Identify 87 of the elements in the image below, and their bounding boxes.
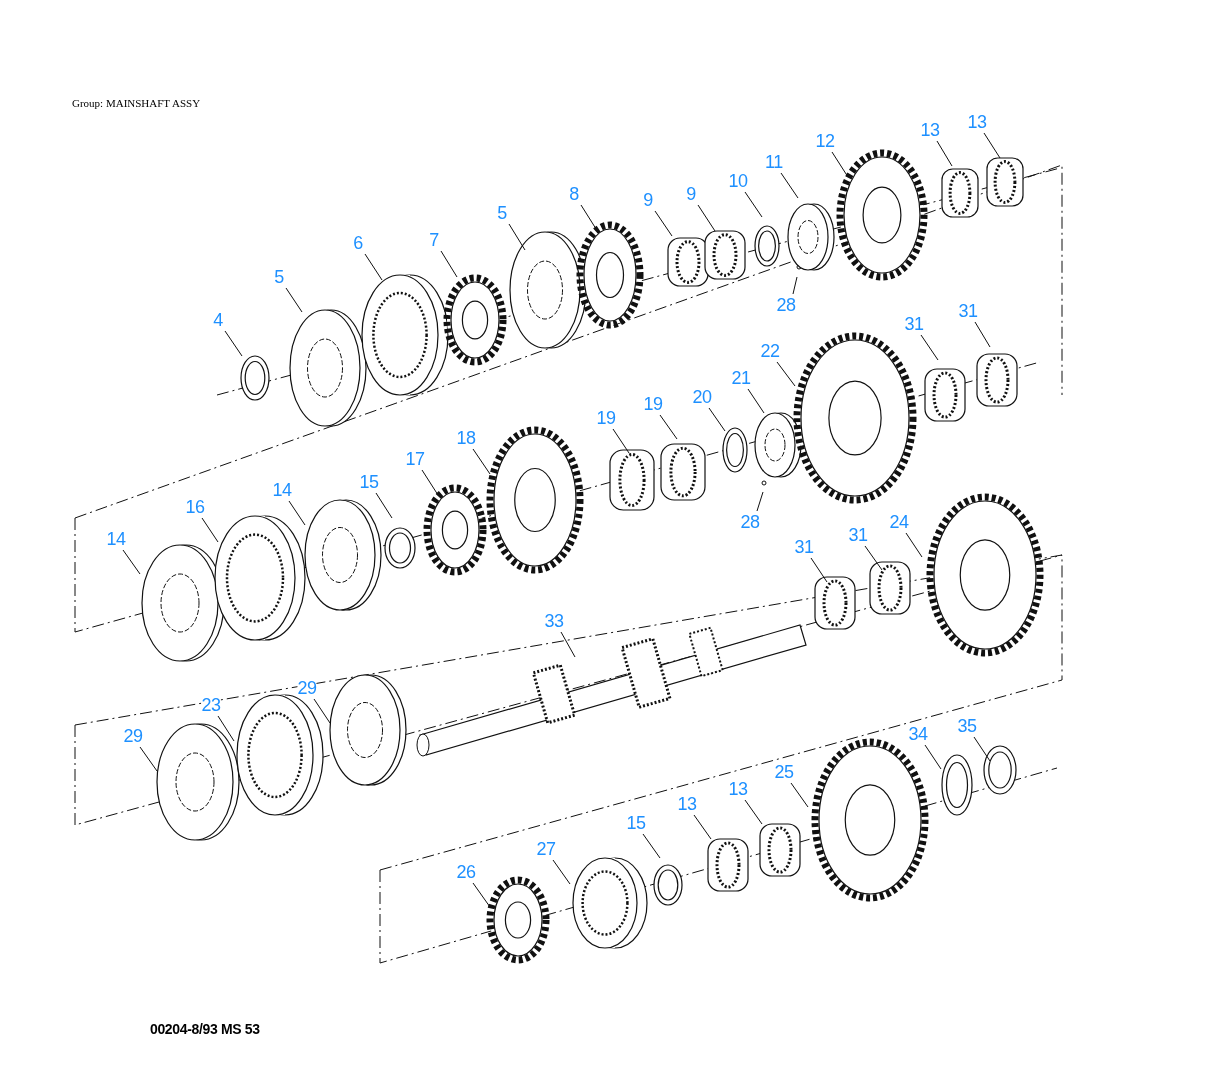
leader-line — [747, 388, 765, 414]
callout-number: 33 — [544, 612, 564, 630]
callout-number: 25 — [774, 763, 794, 781]
callout-number: 7 — [429, 231, 439, 249]
leader-line — [472, 882, 491, 908]
callout-number: 22 — [760, 342, 780, 360]
leader-line — [831, 151, 849, 178]
callout-number: 6 — [353, 234, 363, 252]
callout-number: 13 — [967, 113, 987, 131]
leader-line — [375, 492, 393, 519]
leader-line — [654, 210, 673, 237]
leader-line — [642, 833, 661, 859]
leader-line — [552, 859, 571, 885]
callout-number: 31 — [848, 526, 868, 544]
callout-number: 13 — [677, 795, 697, 813]
leader-line — [756, 491, 764, 512]
leader-line — [924, 744, 942, 770]
callout-number: 34 — [908, 725, 928, 743]
leader-line — [224, 330, 243, 357]
leader-line — [936, 140, 953, 167]
leader-line — [472, 448, 491, 475]
leader-line — [201, 517, 219, 543]
callout-number: 26 — [456, 863, 476, 881]
leader-line — [792, 276, 798, 295]
callout-number: 17 — [405, 450, 425, 468]
leader-line — [285, 287, 303, 313]
callout-number: 31 — [904, 315, 924, 333]
callout-number: 15 — [359, 473, 379, 491]
leader-line — [744, 191, 763, 218]
leader-line — [122, 549, 141, 575]
leader-line — [612, 428, 630, 454]
leader-line — [905, 532, 923, 558]
callout-number: 13 — [920, 121, 940, 139]
callout-number: 19 — [596, 409, 616, 427]
callout-number: 28 — [776, 296, 796, 314]
leader-line — [288, 500, 306, 526]
callout-number: 5 — [497, 204, 507, 222]
callout-number: 12 — [815, 132, 835, 150]
leader-line — [780, 172, 799, 199]
callout-number: 20 — [692, 388, 712, 406]
leader-line — [313, 698, 331, 724]
callout-number: 15 — [626, 814, 646, 832]
callout-number: 14 — [106, 530, 126, 548]
callout-number: 9 — [686, 185, 696, 203]
callout-number: 31 — [958, 302, 978, 320]
leader-line — [139, 746, 158, 772]
callout-number: 29 — [297, 679, 317, 697]
leader-line — [560, 631, 576, 658]
leader-line — [697, 204, 716, 232]
leader-line — [744, 799, 763, 825]
leader-line — [364, 253, 383, 281]
leader-line — [659, 414, 678, 440]
callout-number: 24 — [889, 513, 909, 531]
diagram-title: Group: MAINSHAFT ASSY — [72, 96, 201, 111]
callout-number: 9 — [643, 191, 653, 209]
leader-line — [440, 250, 458, 278]
leader-line — [790, 782, 809, 808]
callout-number: 4 — [213, 311, 223, 329]
callout-number: 27 — [536, 840, 556, 858]
callout-number: 8 — [569, 185, 579, 203]
callout-number: 11 — [765, 153, 783, 171]
leader-line — [776, 361, 796, 387]
callout-number: 21 — [731, 369, 751, 387]
callout-number: 28 — [740, 513, 760, 531]
callout-number: 18 — [456, 429, 476, 447]
callout-number: 23 — [201, 696, 221, 714]
callout-number: 10 — [728, 172, 748, 190]
leader-line — [920, 334, 939, 361]
leader-line — [973, 736, 991, 762]
callout-number: 16 — [185, 498, 205, 516]
leader-line — [708, 407, 726, 432]
callout-number: 5 — [274, 268, 284, 286]
callout-number: 19 — [643, 395, 663, 413]
callout-number: 13 — [728, 780, 748, 798]
leader-line — [421, 469, 439, 496]
leader-line — [983, 132, 1001, 159]
callout-number: 29 — [123, 727, 143, 745]
drawing-number: 00204-8/93 MS 53 — [150, 1020, 260, 1039]
leader-line — [974, 321, 991, 348]
leader-line — [217, 715, 235, 742]
callout-number: 14 — [272, 481, 292, 499]
leader-line — [810, 557, 828, 583]
leader-line — [864, 545, 883, 571]
callout-number: 31 — [794, 538, 814, 556]
leader-line — [693, 814, 712, 840]
callout-number: 35 — [957, 717, 977, 735]
leader-line — [508, 223, 526, 251]
